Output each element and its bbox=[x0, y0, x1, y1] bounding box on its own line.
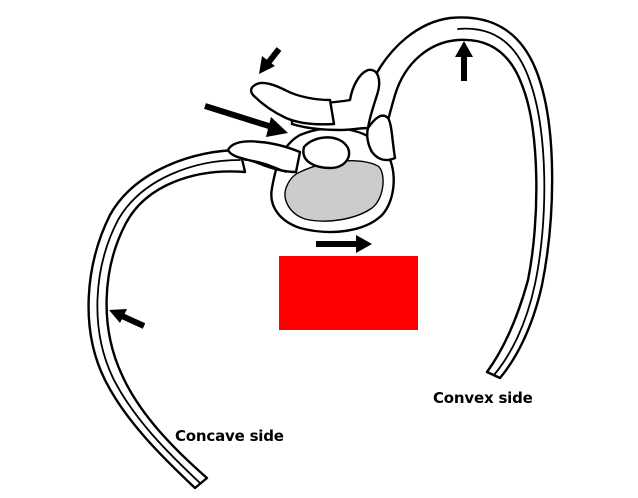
arrow-transverse-process bbox=[204, 103, 288, 137]
arrow-top-left-small bbox=[259, 47, 282, 74]
vertebra bbox=[226, 68, 397, 234]
arrow-concave-rib bbox=[109, 309, 146, 329]
red-overlay-box bbox=[279, 256, 418, 330]
convex-rib bbox=[366, 16, 554, 380]
concave-side-label: Concave side bbox=[175, 427, 284, 445]
spinal-canal bbox=[302, 136, 351, 170]
concave-rib bbox=[87, 148, 247, 490]
vertebral-body-shaded bbox=[284, 160, 384, 222]
arrow-vertebral-body bbox=[316, 235, 372, 253]
convex-side-label: Convex side bbox=[433, 389, 533, 407]
arrow-convex-rib bbox=[455, 41, 473, 81]
transverse-process bbox=[249, 81, 336, 126]
